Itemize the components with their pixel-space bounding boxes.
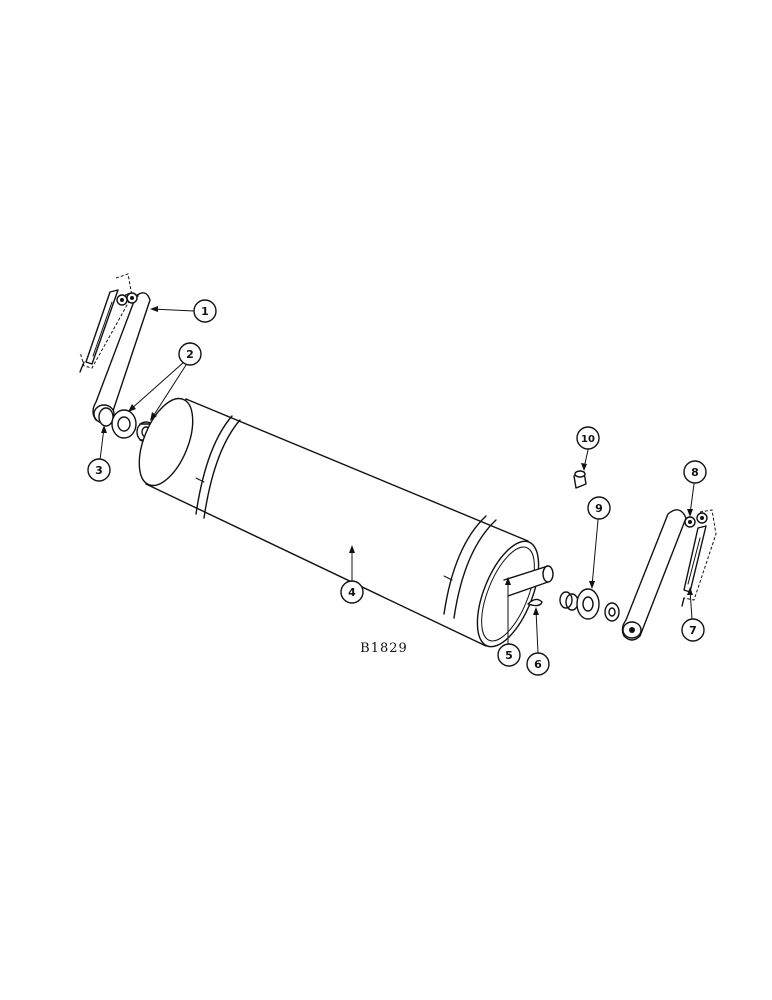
left-bracket-outline: [79, 273, 133, 369]
callout-8: 8: [683, 460, 707, 484]
roller-key: [527, 598, 543, 607]
svg-text:7: 7: [689, 624, 697, 637]
callout-6: 6: [526, 652, 550, 676]
right-arm: [621, 509, 687, 641]
left-bushing: [98, 407, 114, 427]
roller-right-band: [443, 515, 487, 615]
left-arm-assembly: [79, 273, 151, 424]
right-flange: [576, 588, 600, 620]
callout-4: 4: [340, 580, 364, 604]
right-bracket-outline: [683, 509, 717, 601]
right-bearing-group: [559, 470, 620, 622]
roller-left-band: [195, 415, 233, 515]
svg-text:2: 2: [186, 348, 194, 361]
roller-left-end: [138, 397, 194, 487]
svg-text:6: 6: [534, 658, 542, 671]
callout-9: 9: [587, 496, 611, 520]
callout-3: 3: [87, 458, 111, 482]
svg-text:8: 8: [691, 466, 699, 479]
leader-lines: [99, 306, 695, 654]
callout-5: 5: [497, 643, 521, 667]
callout-7: 7: [681, 618, 705, 642]
svg-text:5: 5: [505, 649, 513, 662]
right-washer: [604, 602, 620, 622]
svg-text:4: 4: [348, 586, 356, 599]
svg-text:9: 9: [595, 502, 603, 515]
svg-text:10: 10: [581, 434, 595, 445]
callout-1: 1: [193, 299, 217, 323]
figure-label: B1829: [360, 641, 408, 656]
left-slotted-bar: [85, 289, 119, 365]
callout-10: 10: [576, 426, 600, 450]
left-washer: [111, 409, 137, 439]
svg-text:1: 1: [201, 305, 209, 318]
roller-body: [145, 398, 529, 647]
svg-text:3: 3: [95, 464, 103, 477]
left-arm: [92, 292, 151, 423]
roller: [138, 397, 554, 648]
right-arm-assembly: [621, 509, 717, 641]
callout-2: 2: [178, 342, 202, 366]
